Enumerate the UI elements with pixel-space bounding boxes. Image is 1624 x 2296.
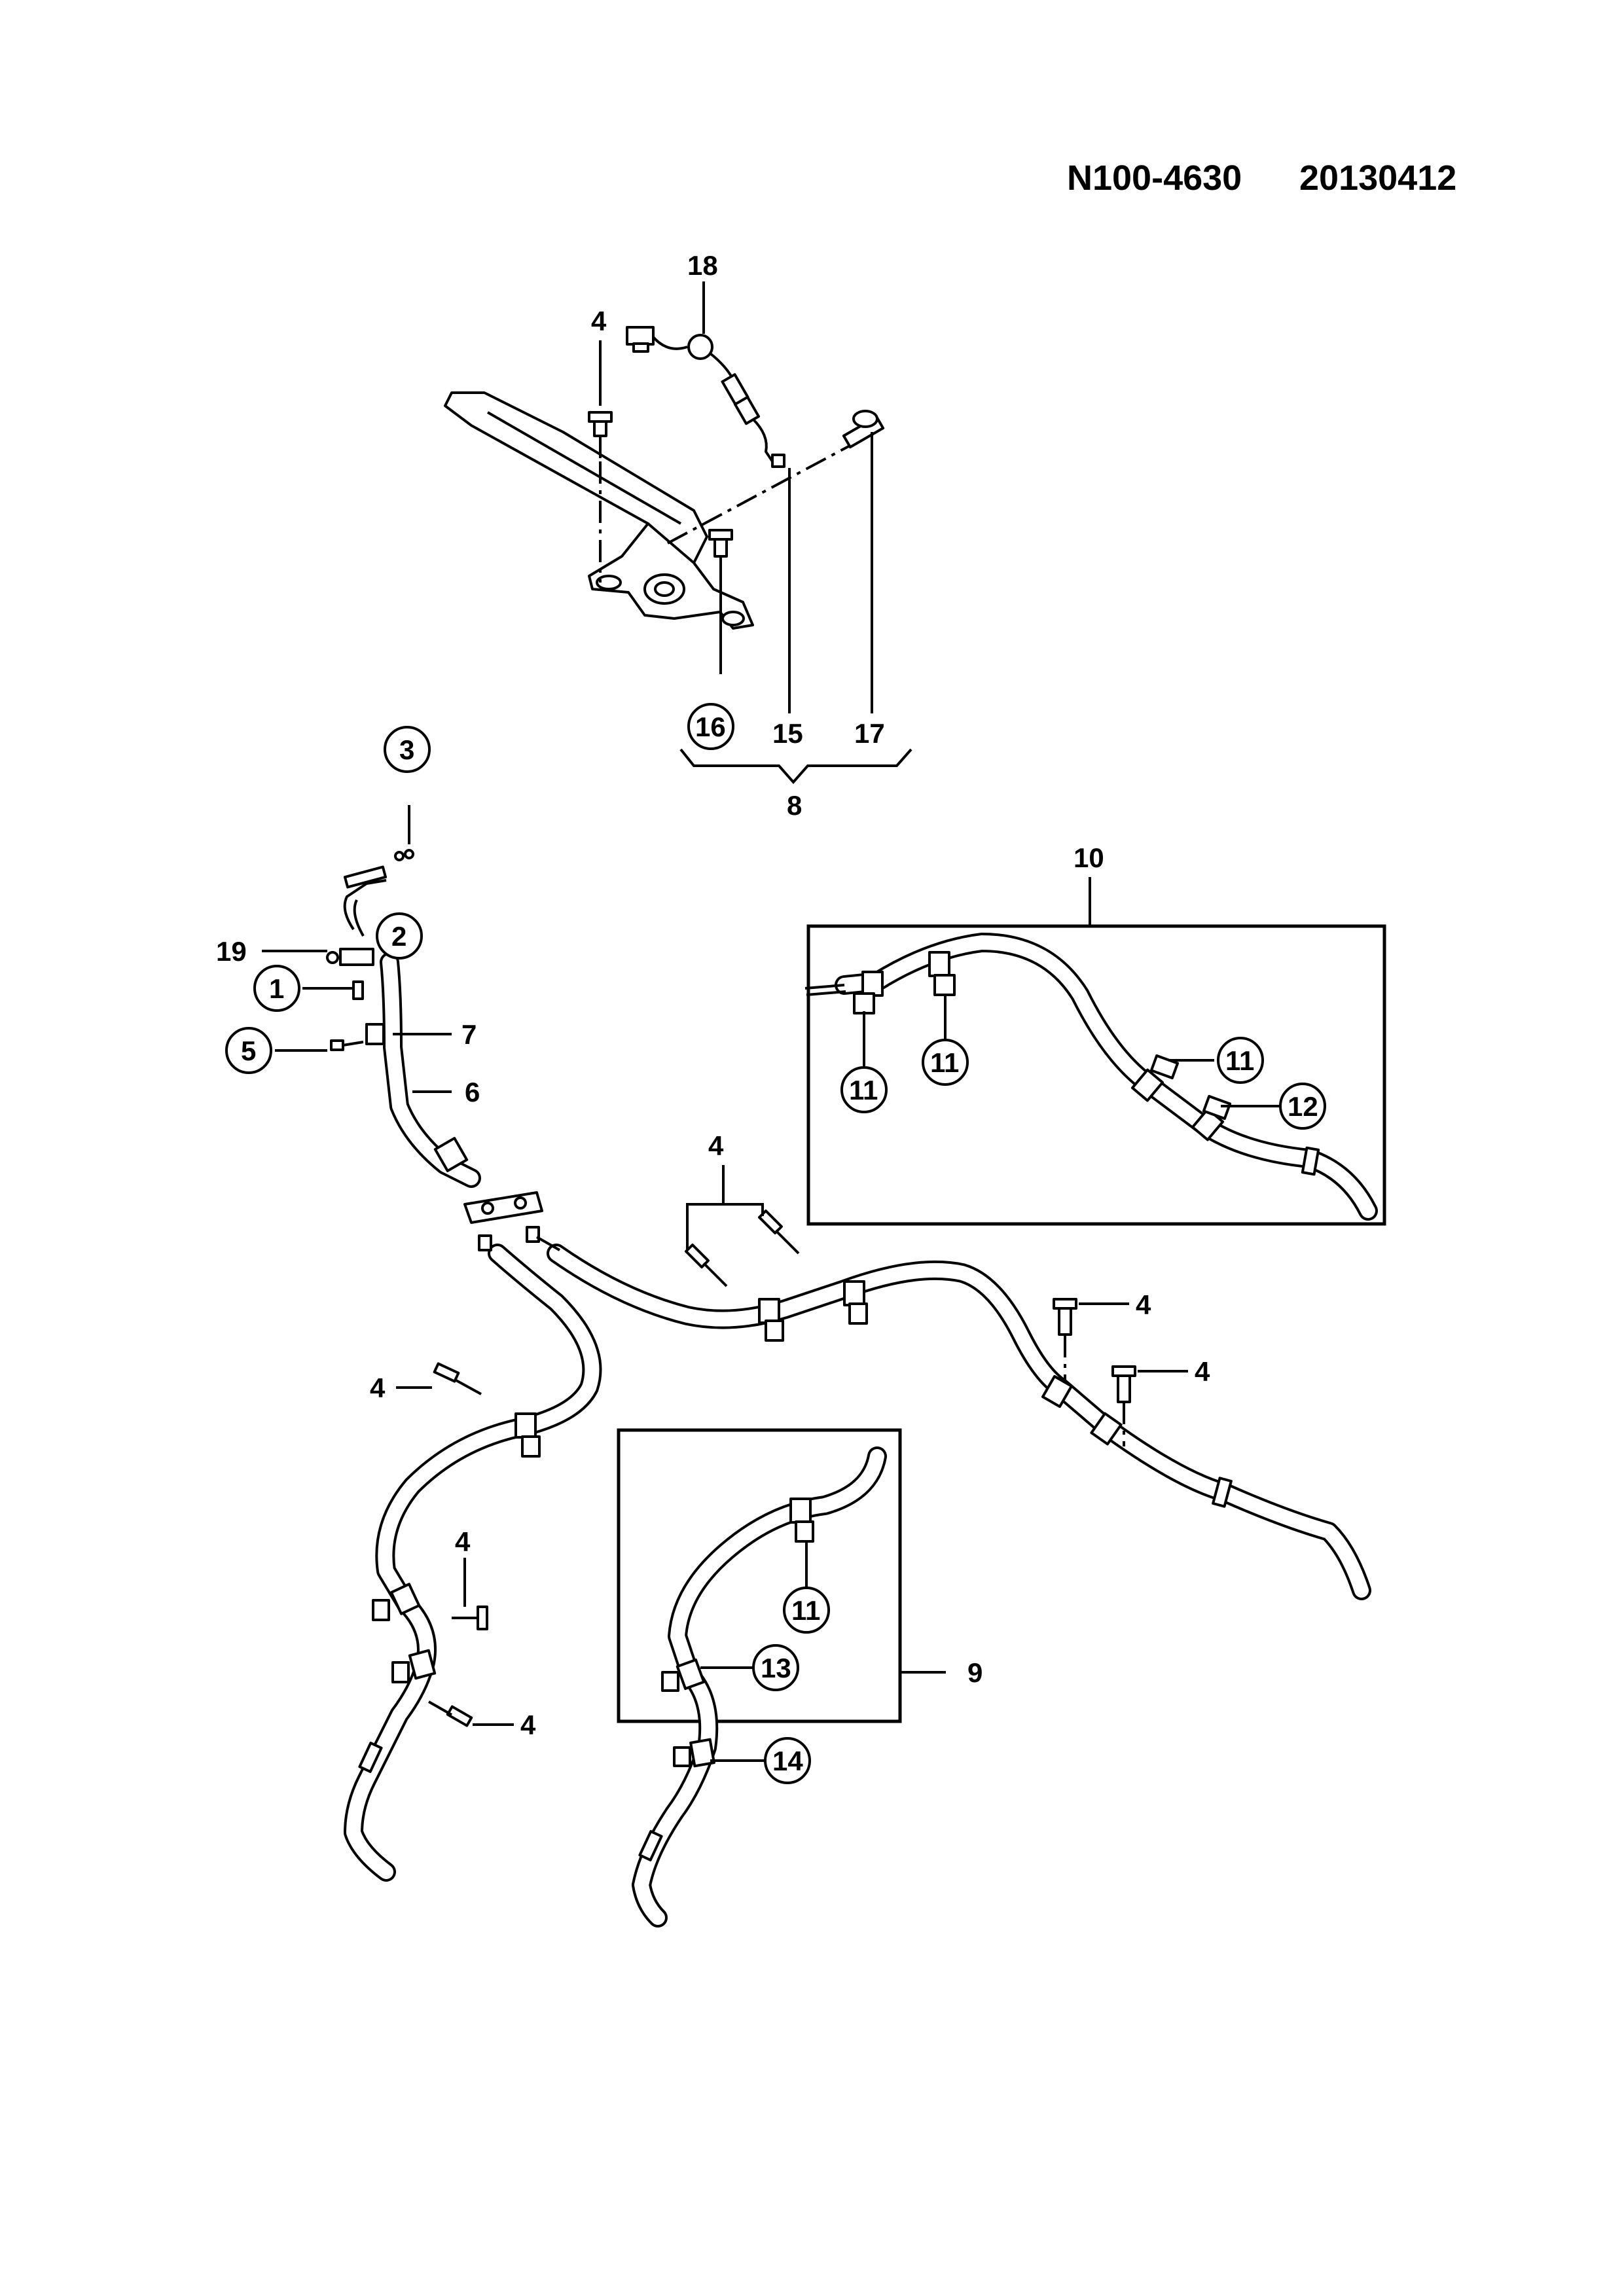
callout-7: 7 bbox=[461, 1019, 477, 1050]
callout-16: 16 bbox=[695, 711, 726, 742]
callout-4: 4 bbox=[1136, 1289, 1151, 1320]
callout-4: 4 bbox=[370, 1372, 386, 1403]
callout-4: 4 bbox=[455, 1526, 471, 1557]
callout-11: 11 bbox=[791, 1595, 820, 1626]
callout-11: 11 bbox=[1225, 1045, 1254, 1076]
callout-11: 11 bbox=[930, 1047, 959, 1078]
detail-box-10 bbox=[804, 877, 1386, 1226]
diagram-date: 20130412 bbox=[1299, 158, 1456, 198]
callout-4: 4 bbox=[708, 1130, 724, 1161]
diagram-code: N100-4630 bbox=[1067, 158, 1242, 198]
callout-17: 17 bbox=[854, 718, 885, 749]
callout-15: 15 bbox=[772, 718, 803, 749]
callout-18: 18 bbox=[687, 250, 718, 281]
callout-13: 13 bbox=[761, 1653, 791, 1683]
callout-3: 3 bbox=[399, 734, 414, 765]
hand-brake-lever-assembly bbox=[444, 281, 885, 713]
left-rear-cable bbox=[344, 1234, 602, 1882]
callout-2: 2 bbox=[391, 921, 406, 952]
callout-8: 8 bbox=[787, 790, 802, 821]
callout-4: 4 bbox=[591, 306, 607, 336]
callout-5: 5 bbox=[241, 1035, 256, 1066]
right-rear-cable bbox=[526, 1165, 1371, 1600]
callout-10: 10 bbox=[1074, 842, 1104, 873]
callout-12: 12 bbox=[1288, 1091, 1318, 1122]
callout-11: 11 bbox=[849, 1075, 878, 1105]
callout-1: 1 bbox=[269, 973, 284, 1004]
detail-box-9 bbox=[617, 1428, 946, 1928]
callout-4: 4 bbox=[520, 1710, 536, 1740]
callout-4: 4 bbox=[1195, 1356, 1210, 1387]
callout-19: 19 bbox=[216, 936, 247, 967]
callout-9: 9 bbox=[967, 1657, 983, 1688]
callout-6: 6 bbox=[465, 1077, 480, 1107]
front-cable bbox=[262, 805, 543, 1224]
callout-14: 14 bbox=[772, 1746, 803, 1776]
